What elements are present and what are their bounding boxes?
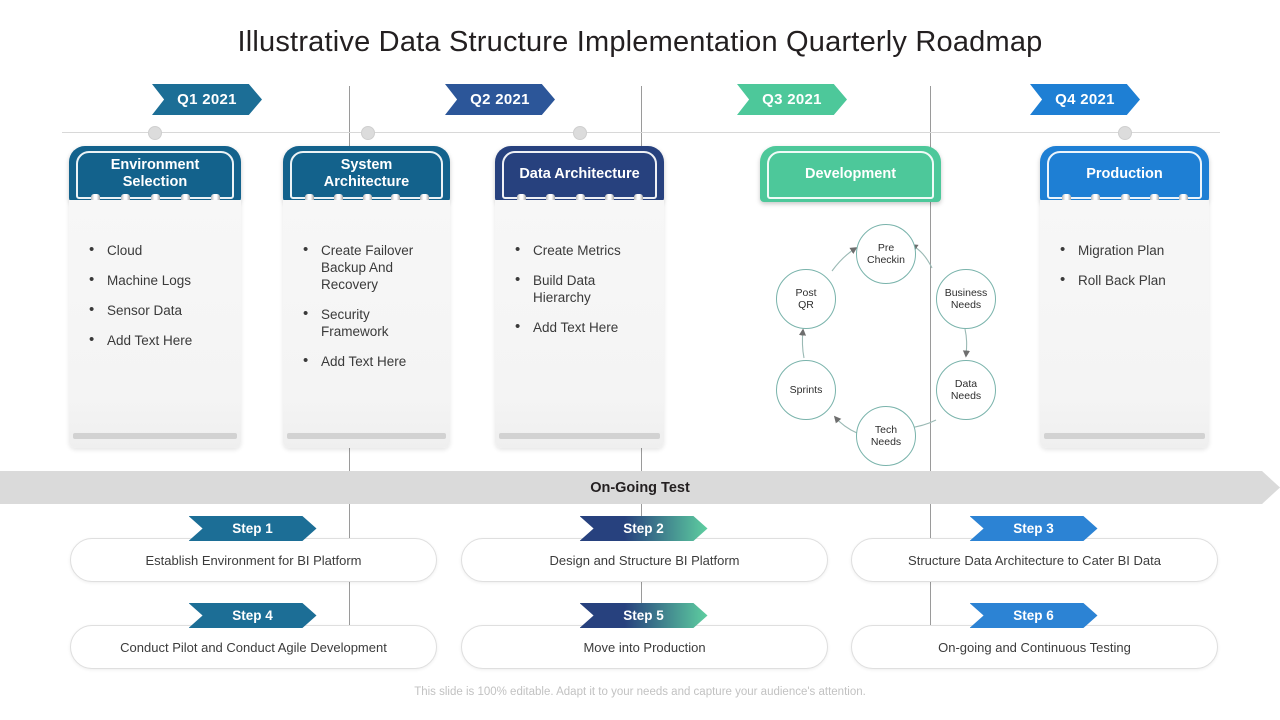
step-description-2: Design and Structure BI Platform xyxy=(549,552,740,568)
step-badge-2[interactable]: Step 2 xyxy=(579,516,708,541)
phase-card-1[interactable]: EnvironmentSelectionCloudMachine LogsSen… xyxy=(69,146,241,448)
step-description-4: Conduct Pilot and Conduct Agile Developm… xyxy=(120,639,387,655)
step-description-5: Move into Production xyxy=(583,639,706,655)
phase-card-2[interactable]: SystemArchitectureCreate Failover Backup… xyxy=(283,146,450,448)
card-bullet-item: Migration Plan xyxy=(1056,241,1195,259)
footer-note: This slide is 100% editable. Adapt it to… xyxy=(414,686,866,698)
step-pill-5[interactable]: Move into Production xyxy=(461,625,828,669)
timeline-dot-2 xyxy=(361,126,375,140)
step-badge-6[interactable]: Step 6 xyxy=(969,603,1098,628)
step-badge-1[interactable]: Step 1 xyxy=(188,516,317,541)
card-bullet-item: Create Metrics xyxy=(511,241,650,259)
step-badge-4[interactable]: Step 4 xyxy=(188,603,317,628)
timeline-dot-1 xyxy=(148,126,162,140)
card-bullet-list: Migration PlanRoll Back Plan xyxy=(1040,200,1209,289)
card-bullet-item: Machine Logs xyxy=(85,271,227,289)
card-base-bar xyxy=(287,433,446,439)
step-pill-1[interactable]: Establish Environment for BI Platform xyxy=(70,538,437,582)
step-pill-4[interactable]: Conduct Pilot and Conduct Agile Developm… xyxy=(70,625,437,669)
step-description-3: Structure Data Architecture to Cater BI … xyxy=(908,552,1161,568)
card-header-4: Development xyxy=(760,146,941,202)
quarter-banner-2[interactable]: Q2 2021 xyxy=(445,84,555,115)
card-bullet-item: Build Data Hierarchy xyxy=(511,271,650,306)
card-bullet-item: Cloud xyxy=(85,241,227,259)
card-bullet-item: Security Framework xyxy=(299,305,436,340)
card-bullet-list: CloudMachine LogsSensor DataAdd Text Her… xyxy=(69,200,241,349)
card-body-1: CloudMachine LogsSensor DataAdd Text Her… xyxy=(69,200,241,448)
page-title: Illustrative Data Structure Implementati… xyxy=(237,26,1043,58)
step-pill-3[interactable]: Structure Data Architecture to Cater BI … xyxy=(851,538,1218,582)
card-body-2: Create Failover Backup And RecoverySecur… xyxy=(283,200,450,448)
card-base-bar xyxy=(1044,433,1205,439)
card-bullet-list: Create MetricsBuild Data HierarchyAdd Te… xyxy=(495,200,664,336)
card-title-4: Development xyxy=(804,165,897,182)
phase-card-3[interactable]: Data ArchitectureCreate MetricsBuild Dat… xyxy=(495,146,664,448)
card-bullet-item: Roll Back Plan xyxy=(1056,271,1195,289)
quarter-banner-4[interactable]: Q4 2021 xyxy=(1030,84,1140,115)
card-base-bar xyxy=(73,433,237,439)
cycle-node-5[interactable]: Sprints xyxy=(776,360,836,420)
step-pill-2[interactable]: Design and Structure BI Platform xyxy=(461,538,828,582)
step-badge-5[interactable]: Step 5 xyxy=(579,603,708,628)
card-bullet-item: Create Failover Backup And Recovery xyxy=(299,241,436,293)
card-bullet-list: Create Failover Backup And RecoverySecur… xyxy=(283,200,450,370)
timeline-axis xyxy=(62,132,1220,133)
ongoing-test-label: On-Going Test xyxy=(590,479,690,496)
card-bullet-item: Sensor Data xyxy=(85,301,227,319)
card-title-3: Data Architecture xyxy=(519,165,640,182)
cycle-node-label: Sprints xyxy=(789,384,823,396)
step-description-6: On-going and Continuous Testing xyxy=(938,639,1131,655)
card-bullet-item: Add Text Here xyxy=(299,352,436,370)
card-title-5: Production xyxy=(1086,165,1163,182)
phase-card-5[interactable]: ProductionMigration PlanRoll Back Plan xyxy=(1040,146,1209,448)
step-pill-6[interactable]: On-going and Continuous Testing xyxy=(851,625,1218,669)
timeline-dot-4 xyxy=(1118,126,1132,140)
card-body-3: Create MetricsBuild Data HierarchyAdd Te… xyxy=(495,200,664,448)
phase-card-4[interactable]: Development xyxy=(760,146,941,202)
card-bullet-item: Add Text Here xyxy=(85,331,227,349)
quarter-banner-1[interactable]: Q1 2021 xyxy=(152,84,262,115)
divider-line-3 xyxy=(930,86,931,666)
ongoing-test-band xyxy=(0,471,1280,504)
card-bullet-item: Add Text Here xyxy=(511,318,650,336)
step-badge-3[interactable]: Step 3 xyxy=(969,516,1098,541)
step-description-1: Establish Environment for BI Platform xyxy=(145,552,362,568)
card-body-5: Migration PlanRoll Back Plan xyxy=(1040,200,1209,448)
card-base-bar xyxy=(499,433,660,439)
quarter-banner-3[interactable]: Q3 2021 xyxy=(737,84,847,115)
timeline-dot-3 xyxy=(573,126,587,140)
